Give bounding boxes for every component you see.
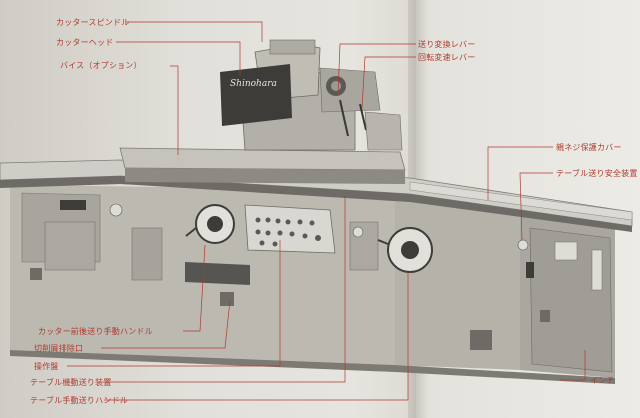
label-inverter: インチ [590, 376, 615, 385]
nameplate-text: Shinohara [230, 79, 277, 89]
label-cutter-feed-handwheel: カッター前後送り手動ハンドル [38, 327, 153, 336]
left-label-plate [60, 200, 86, 210]
label-table-feed-limit: テーブル送り安全装置 [556, 169, 638, 178]
leader-lines [67, 21, 586, 401]
speed-lever [359, 103, 367, 131]
label-table-power-feed: テーブル機動送り装置 [30, 378, 112, 387]
feed-lever [339, 99, 349, 137]
label-cutter-spindle: カッタースピンドル [56, 18, 130, 27]
saddle [119, 147, 406, 171]
access-door-left [131, 227, 163, 281]
label-chip-discharge: 切削屑排除口 [34, 344, 84, 353]
label-cutter-head: カッターヘッド [56, 38, 114, 47]
table-shadow-strip [0, 176, 632, 232]
spindle-housing [269, 39, 316, 55]
electrical-cabinet [529, 227, 613, 373]
label-vise-option: バイス（オプション） [60, 61, 142, 70]
saddle-front [125, 168, 405, 184]
label-lead-screw-cover: 親ネジ保護カバー [556, 143, 622, 152]
machine-base-center [395, 190, 520, 370]
control-panel [244, 204, 336, 254]
chip-discharge-opening [185, 262, 250, 285]
label-speed-shift-lever: 回転変速レバー [418, 53, 476, 62]
label-feed-shift-lever: 送り変換レバー [418, 40, 476, 49]
control-buttons [255, 217, 321, 247]
label-control-panel: 操作盤 [34, 362, 59, 371]
nameplate-panel [220, 64, 292, 126]
label-table-hand-feed: テーブル手動送りハンドル [30, 396, 128, 405]
